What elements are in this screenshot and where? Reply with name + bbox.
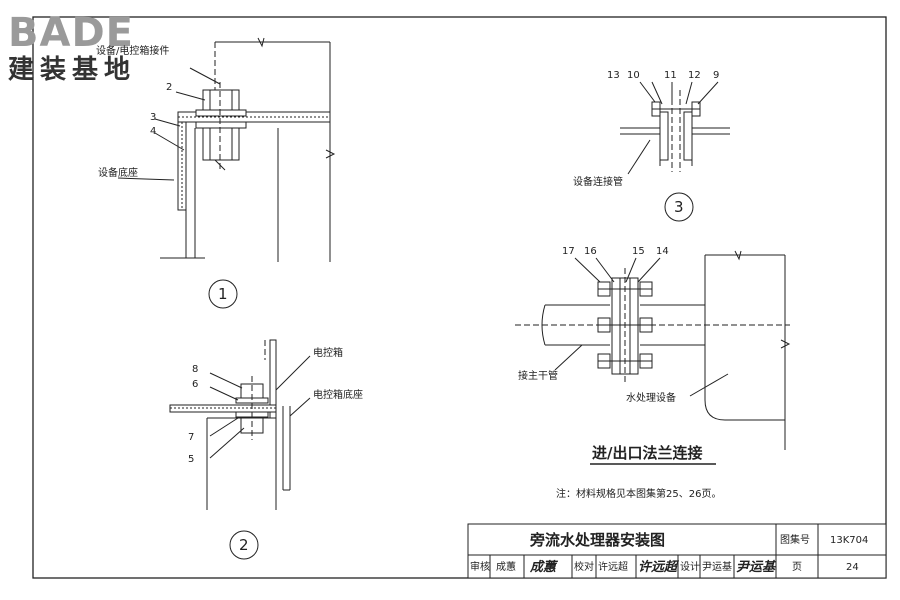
checker-signature: 许远超 bbox=[638, 559, 680, 575]
detail-3-part-9: 9 bbox=[713, 70, 719, 81]
detail-2-circle-number: 2 bbox=[239, 536, 249, 554]
atlas-label: 图集号 bbox=[780, 533, 810, 546]
detail-4-equipment-label: 水处理设备 bbox=[626, 391, 676, 404]
detail-1 bbox=[117, 37, 336, 309]
detail-3-part-13: 13 bbox=[607, 70, 620, 81]
detail-2-box-base-label: 电控箱底座 bbox=[313, 388, 363, 401]
detail-2 bbox=[169, 339, 311, 560]
reviewer-signature: 成蕙 bbox=[529, 559, 559, 575]
detail-4-title: 进/出口法兰连接 bbox=[592, 444, 702, 462]
detail-1-circle-number: 1 bbox=[218, 285, 228, 303]
check-label: 校对 bbox=[574, 560, 594, 573]
detail-3-circle-number: 3 bbox=[674, 198, 684, 216]
detail-4-part-15: 15 bbox=[632, 246, 645, 257]
detail-3-part-10: 10 bbox=[627, 70, 640, 81]
review-label: 审核 bbox=[470, 560, 490, 573]
detail-3 bbox=[620, 81, 730, 222]
detail-4-main-pipe-label: 接主干管 bbox=[518, 369, 558, 382]
watermark-brand: BADE bbox=[8, 10, 134, 56]
detail-3-part-12: 12 bbox=[688, 70, 701, 81]
detail-4-part-17: 17 bbox=[562, 246, 575, 257]
detail-4 bbox=[515, 250, 791, 450]
detail-1-part-4: 4 bbox=[150, 126, 156, 137]
detail-2-box-label: 电控箱 bbox=[313, 346, 343, 359]
designer-signature: 尹运基 bbox=[736, 559, 777, 575]
sheet-border bbox=[32, 16, 887, 579]
designer-name: 尹运基 bbox=[702, 560, 732, 573]
page-label: 页 bbox=[792, 561, 802, 573]
detail-1-part-3: 3 bbox=[150, 112, 156, 123]
detail-2-part-6: 6 bbox=[192, 379, 198, 390]
title-block bbox=[467, 523, 887, 579]
detail-1-top-note: 设备/电控箱接件 bbox=[96, 44, 169, 57]
detail-4-part-16: 16 bbox=[584, 246, 597, 257]
detail-4-part-14: 14 bbox=[656, 246, 669, 257]
detail-2-part-5: 5 bbox=[188, 454, 194, 465]
reviewer-name: 成蕙 bbox=[496, 560, 516, 573]
checker-name: 许远超 bbox=[598, 560, 628, 573]
drawing-title: 旁流水处理器安装图 bbox=[529, 531, 665, 549]
page-value: 24 bbox=[846, 562, 859, 573]
watermark-subtitle: 建装基地 bbox=[8, 55, 136, 85]
atlas-value: 13K704 bbox=[830, 535, 868, 546]
detail-1-part-2: 2 bbox=[166, 82, 172, 93]
detail-3-part-11: 11 bbox=[664, 70, 677, 81]
detail-1-base-label: 设备底座 bbox=[98, 166, 138, 179]
detail-2-part-8: 8 bbox=[192, 364, 198, 375]
detail-3-pipe-label: 设备连接管 bbox=[573, 175, 623, 188]
design-label: 设计 bbox=[680, 560, 700, 573]
detail-2-part-7: 7 bbox=[188, 432, 194, 443]
materials-note: 注：材料规格见本图集第25、26页。 bbox=[556, 487, 721, 500]
